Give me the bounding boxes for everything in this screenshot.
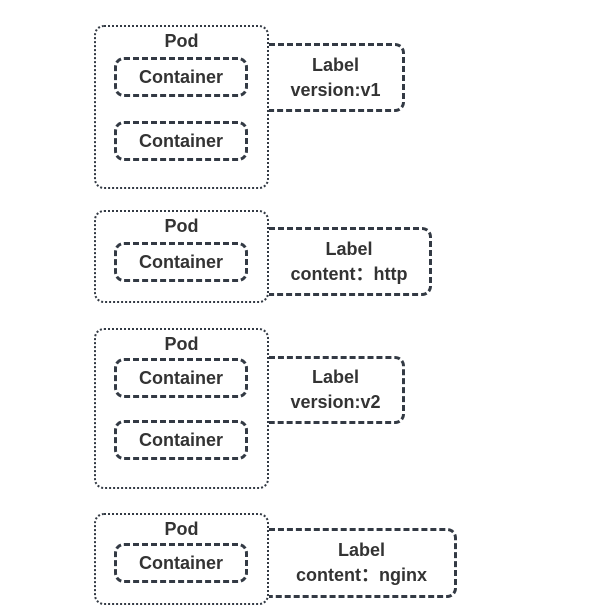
container-box: Container [114,242,248,282]
label-box-content-http: Label content：http [269,227,432,296]
pod-box-3: Pod Container Container [94,328,269,489]
container-box: Container [114,543,248,583]
label-value: content：http [290,263,408,284]
pod-box-2: Pod Container [94,210,269,303]
pod-box-4: Pod Container [94,513,269,605]
container-label: Container [138,251,223,272]
pod-box-1: Pod Container Container [94,25,269,189]
container-label: Container [138,429,223,450]
label-value: version:v2 [290,392,381,412]
label-box-version-v2: Label version:v2 [269,356,405,424]
container-label: Container [138,130,223,151]
label-title: Label [325,238,373,259]
label-box-version-v1: Label version:v1 [269,43,405,112]
pod-title: Pod [164,519,199,539]
label-title: Label [311,54,359,75]
label-title: Label [311,367,359,387]
container-label: Container [138,367,223,388]
pod-title: Pod [164,31,199,51]
container-box: Container [114,358,248,398]
pod-title: Pod [164,334,199,354]
label-title: Label [337,540,385,560]
container-box: Container [114,420,248,460]
container-box: Container [114,57,248,97]
pod-title: Pod [164,216,199,236]
label-value: content：nginx [296,565,427,585]
container-label: Container [138,66,223,87]
container-box: Container [114,121,248,161]
label-value: version:v1 [290,79,381,100]
label-box-content-nginx: Label content：nginx [269,528,457,598]
container-label: Container [138,552,223,573]
